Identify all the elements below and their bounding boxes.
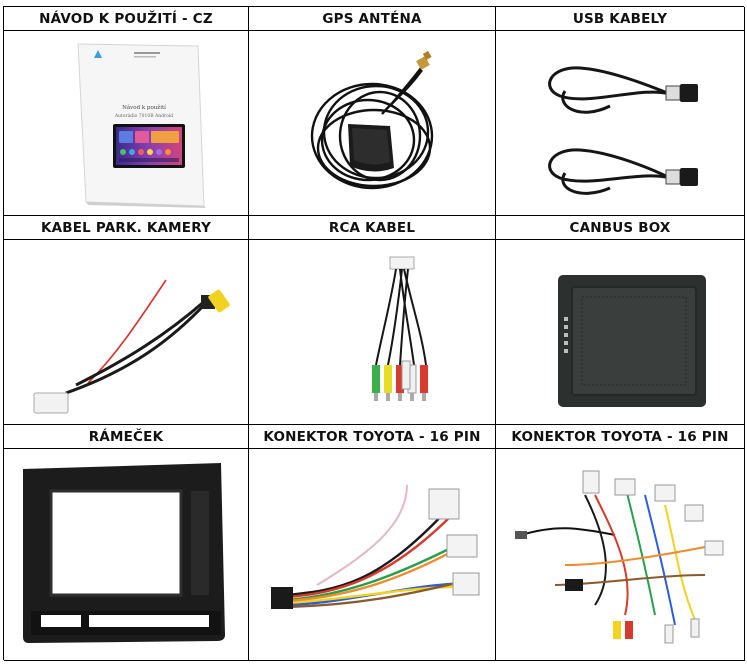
cell-gps-antenna	[249, 31, 496, 216]
header-canbus-box: CANBUS BOX	[496, 216, 745, 240]
gps-antenna-image	[310, 50, 434, 189]
header-manual: NÁVOD K POUŽITÍ - CZ	[4, 7, 249, 31]
manual-image: Návod k použití Autorádio 7010B Android	[77, 42, 206, 208]
header-toyota-connector-2: KONEKTOR TOYOTA - 16 PIN	[496, 425, 745, 449]
cell-canbus-box	[496, 240, 745, 425]
header-usb-cables: USB KABELY	[496, 7, 745, 31]
cell-usb-cables	[496, 31, 745, 216]
canbus-box-image	[558, 274, 706, 407]
header-frame: RÁMEČEK	[4, 425, 249, 449]
header-rca-cable: RCA KABEL	[249, 216, 496, 240]
usb-cables-image	[548, 65, 698, 195]
cell-toyota-connector-set	[496, 449, 745, 661]
header-gps-antenna: GPS ANTÉNA	[249, 7, 496, 31]
cell-manual: Návod k použití Autorádio 7010B Android	[4, 31, 249, 216]
cell-frame	[4, 449, 249, 661]
cell-parking-camera-cable	[4, 240, 249, 425]
frame-image	[23, 462, 225, 643]
toyota-connector-image	[271, 484, 480, 609]
header-parking-camera-cable: KABEL PARK. KAMERY	[4, 216, 249, 240]
rca-cable-image	[372, 256, 428, 401]
package-contents-table: NÁVOD K POUŽITÍ - CZ GPS ANTÉNA USB KABE…	[3, 6, 745, 661]
parking-camera-cable-image	[33, 279, 230, 413]
cell-toyota-connector-1	[249, 449, 496, 661]
cell-rca-cable	[249, 240, 496, 425]
header-toyota-connector-1: KONEKTOR TOYOTA - 16 PIN	[249, 425, 496, 449]
manual-title: Návod k použití	[122, 104, 166, 111]
manual-subtitle: Autorádio 7010B Android	[114, 112, 173, 119]
toyota-connector-set-image	[515, 470, 724, 643]
